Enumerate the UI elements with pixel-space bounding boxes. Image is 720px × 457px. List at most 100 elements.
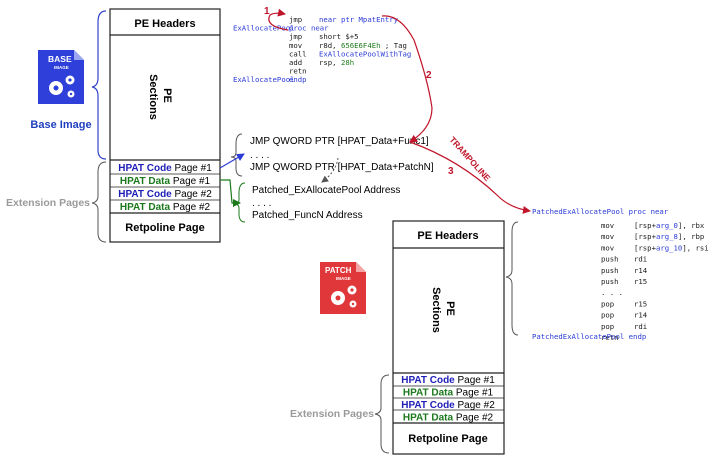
code-operand: ExAllocatePoolWithTag: [319, 49, 411, 58]
code-token: r14: [634, 266, 648, 275]
patched-proc-header: PatchedExAllocatePool proc near: [532, 207, 669, 216]
hpat-page-label: HPAT Data Page #2: [403, 413, 494, 424]
code-operands: r15: [634, 277, 647, 286]
code-page-arrow: [219, 153, 245, 169]
trampoline-label: TRAMPOLINE: [448, 135, 493, 184]
hpat-page-label: HPAT Code Page #1: [401, 375, 495, 386]
code-token: rdi: [634, 322, 647, 331]
jmp-table-entry: JMP QWORD PTR [HPAT_Data+PatchN]: [250, 162, 434, 173]
code-token: arg_10: [656, 243, 682, 252]
arrow-1: [268, 8, 289, 31]
code-opcode: mov: [601, 232, 615, 241]
code-token: proc near: [629, 207, 669, 216]
code-operand: r8d,: [319, 41, 341, 50]
code-opcode: mov: [289, 41, 303, 50]
code-opcode: push: [601, 277, 619, 286]
base-pe-sections-line2: Sections: [147, 74, 159, 120]
code-operands: short $+5: [319, 32, 359, 41]
hpat-page-keyword: HPAT Code: [401, 400, 455, 411]
code-operands: r14: [634, 266, 648, 275]
code-token: ], rsi: [682, 243, 708, 252]
hpat-page-number: Page #1: [453, 388, 493, 399]
code-token: arg_8: [656, 232, 678, 241]
hpat-page-label: HPAT Data Page #1: [403, 388, 494, 399]
arrow-3-label: 3: [448, 166, 454, 177]
code-directive: endp: [289, 75, 307, 84]
code-opcode: jmp: [289, 32, 302, 41]
base-pe-sections-line1: PE: [161, 88, 173, 103]
code-label: ExAllocatePool: [233, 75, 295, 84]
code-operands: rdi: [634, 322, 647, 331]
code-opcode: push: [601, 266, 619, 275]
code-opcode: retn: [289, 67, 307, 76]
code-token: endp: [629, 332, 647, 341]
code-token: ], rbp: [678, 232, 704, 241]
arrow-3: [409, 141, 531, 214]
patch-image-box: PE Headers PE Sections HPAT Code Page #1…: [392, 220, 505, 455]
hpat-page-keyword: HPAT Code: [118, 163, 172, 174]
code-label: ExAllocatePool: [233, 24, 295, 33]
data-table-entry: . . . .: [252, 198, 271, 209]
code-token: arg_0: [656, 221, 678, 230]
hpat-page-keyword: HPAT Code: [118, 189, 172, 200]
code-opcode: pop: [601, 299, 614, 308]
patch-pe-sections-line2: Sections: [430, 287, 442, 333]
code-operands: [rsp+arg_8], rbp: [634, 232, 704, 241]
code-opcode: jmp: [289, 15, 302, 24]
data-page-arrow: [220, 179, 241, 207]
base-extension-brace: [91, 161, 107, 243]
code-token: [rsp+: [634, 243, 657, 252]
arrow-2-label: 2: [426, 70, 432, 81]
hpat-page-number: Page #2: [455, 400, 495, 411]
hpat-page-keyword: HPAT Code: [401, 375, 455, 386]
hpat-page-number: Page #1: [172, 163, 212, 174]
hpat-page-label: HPAT Code Page #2: [401, 400, 495, 411]
code-operands: r8d, 656E6F4Eh ; Tag: [319, 41, 407, 50]
hpat-page-label: HPAT Data Page #1: [120, 176, 211, 187]
base-image-box: PE Headers PE Sections HPAT Code Page #1…: [109, 8, 221, 243]
jmp-table: JMP QWORD PTR [HPAT_Data+Func1]. . . .JM…: [250, 136, 434, 173]
data-table-entry: Patched_FuncN Address: [252, 210, 363, 221]
code-token: PatchedExAllocatePool: [532, 207, 629, 216]
code-directive: proc near: [289, 24, 329, 33]
arrow-2: [381, 15, 433, 143]
patched-code-brace: [505, 221, 519, 336]
code-token: r15: [634, 299, 647, 308]
code-operands: rsp, 28h: [319, 58, 354, 67]
base-image-brace: [91, 10, 107, 160]
base-extension-label: Extension Pages: [6, 197, 90, 209]
base-retpoline-page: Retpoline Page: [125, 222, 204, 234]
data-table: Patched_ExAllocatePool Address . . . .Pat…: [252, 185, 400, 221]
code-operands: r15: [634, 299, 647, 308]
patch-extension-brace: [374, 374, 390, 454]
base-image-icon: BASE IMAGE Base Image: [30, 50, 92, 131]
code-token: r15: [634, 277, 647, 286]
code-token: ], rbx: [678, 221, 705, 230]
base-box-outline: [109, 8, 221, 243]
patch-image-icon: PATCH IMAGE: [320, 262, 366, 314]
code-opcode: mov: [601, 243, 615, 252]
hpat-page-number: Page #2: [172, 189, 212, 200]
hpat-page-keyword: HPAT Data: [120, 202, 171, 213]
code-opcode: call: [289, 49, 307, 58]
code-operands: near ptr MpatEntry: [319, 15, 399, 24]
code-opcode: pop: [601, 322, 614, 331]
base-extension-pages: HPAT Code Page #1 HPAT Data Page #1 HPAT C…: [118, 163, 212, 213]
code-opcode: retn: [601, 333, 619, 342]
code-opcode: . . .: [601, 288, 623, 297]
patch-retpoline-page: Retpoline Page: [408, 433, 487, 445]
code-opcode: add: [289, 58, 302, 67]
code-operand: ; Tag: [381, 41, 407, 50]
patch-icon-top-text: PATCH: [325, 266, 352, 275]
data-table-entry: Patched_ExAllocatePool Address: [252, 185, 400, 196]
hpat-page-number: Page #2: [170, 202, 210, 213]
hpat-page-keyword: HPAT Data: [403, 413, 454, 424]
arrow-1-label: 1: [264, 6, 270, 17]
code-token: r14: [634, 311, 648, 320]
base-icon-bottom-text: IMAGE: [54, 65, 69, 70]
jmp-table-brace: [230, 133, 243, 177]
base-pe-sections: PE Sections: [147, 74, 173, 120]
patch-box-outline: [392, 220, 505, 455]
